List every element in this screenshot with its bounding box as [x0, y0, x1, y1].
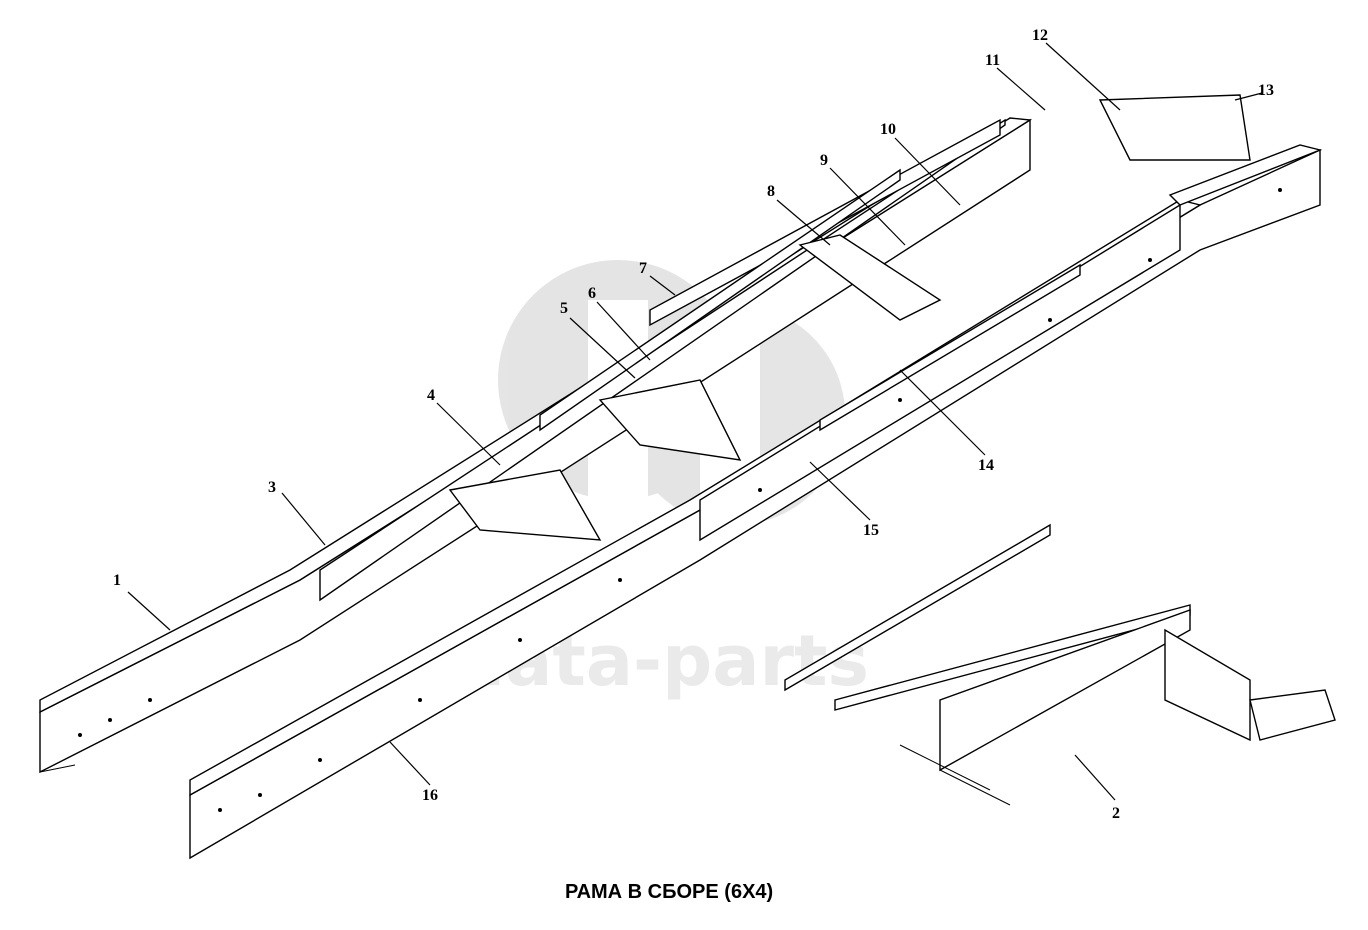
cross-members	[448, 94, 1251, 541]
callout-15: 15	[863, 522, 879, 539]
right-side-rail	[189, 144, 1323, 860]
leader-lines	[127, 42, 1263, 801]
callout-8: 8	[767, 183, 775, 200]
callout-1: 1	[113, 572, 121, 589]
callout-9: 9	[820, 152, 828, 169]
callout-6: 6	[588, 285, 596, 302]
callout-5: 5	[560, 300, 568, 317]
callout-13: 13	[1258, 82, 1274, 99]
callout-10: 10	[880, 121, 896, 138]
diagram-title: РАМА В СБОРЕ (6X4)	[565, 881, 773, 903]
callout-labels: 1 2 3 4 5 6 7 8 9 10 11 12 13 14 15 16	[113, 27, 1274, 822]
callout-16: 16	[422, 787, 438, 804]
callout-7: 7	[639, 260, 647, 277]
callout-12: 12	[1032, 27, 1048, 44]
callout-3: 3	[268, 479, 276, 496]
callout-2: 2	[1112, 805, 1120, 822]
callout-11: 11	[985, 52, 1000, 69]
detail-inset	[784, 523, 1336, 806]
callout-14: 14	[978, 457, 994, 474]
callout-4: 4	[427, 387, 435, 404]
rail-holes	[78, 188, 1282, 812]
